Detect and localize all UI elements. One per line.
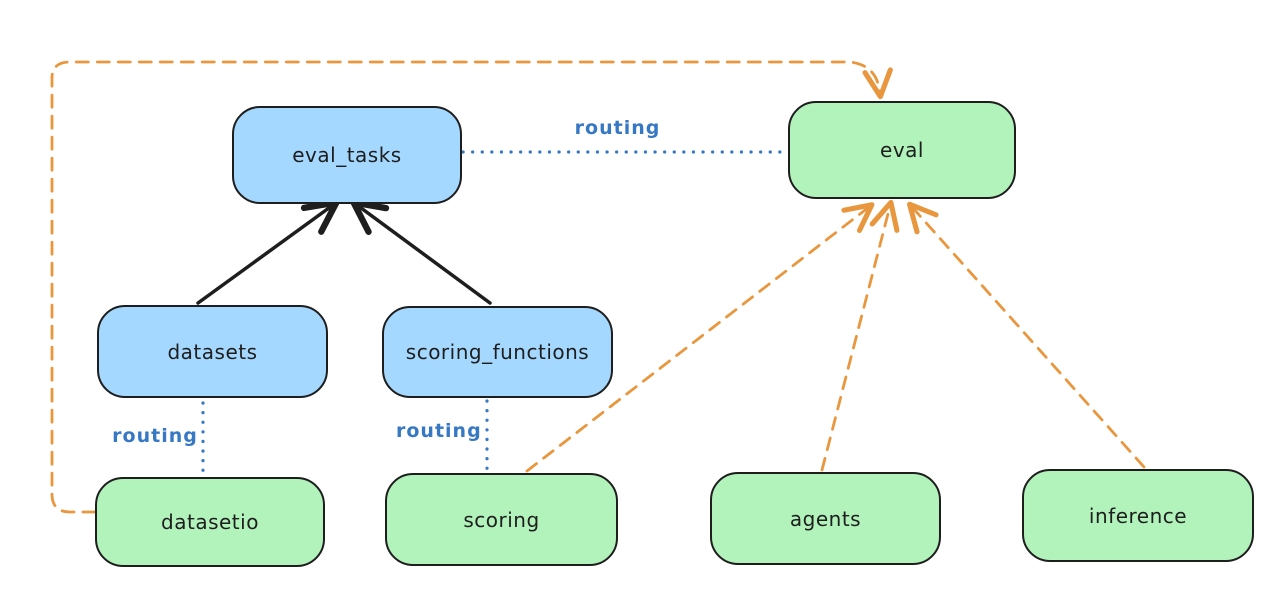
routing-label-scoring-functions-scoring: routing [396,420,482,442]
node-scoring: scoring [385,473,618,566]
node-datasets: datasets [97,305,328,398]
edge-datasets-to-eval-tasks [196,199,340,305]
node-eval: eval [788,101,1016,199]
node-scoring-label: scoring [463,507,540,532]
node-datasetio: datasetio [95,477,325,567]
node-eval-label: eval [880,138,924,162]
node-inference: inference [1022,469,1254,562]
routing-label-eval-tasks-eval: routing [574,117,661,139]
node-eval-tasks: eval_tasks [232,106,462,204]
edge-inference-to-eval [907,201,1146,469]
node-scoring-functions: scoring_functions [382,306,613,398]
node-inference-label: inference [1088,503,1188,528]
node-eval-tasks-label: eval_tasks [292,143,402,167]
node-datasets-label: datasets [167,339,258,364]
edge-scoring-to-eval [525,202,875,473]
edge-datasetio-to-eval [50,60,893,514]
routing-label-datasets-datasetio: routing [112,425,198,447]
node-agents-label: agents [789,506,862,531]
node-agents: agents [710,472,941,565]
node-datasetio-label: datasetio [161,510,259,534]
edge-agents-to-eval [820,199,900,472]
node-scoring-functions-label: scoring_functions [405,340,590,364]
edge-scoring-functions-to-eval-tasks [350,199,492,305]
